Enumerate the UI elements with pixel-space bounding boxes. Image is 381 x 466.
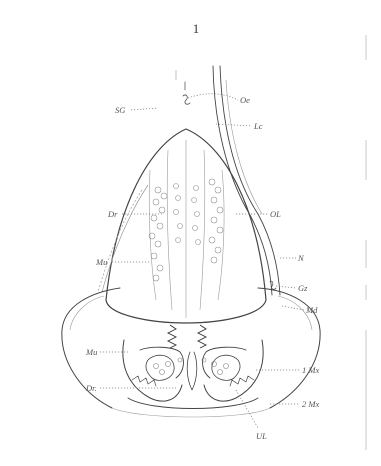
- label-2mx: 2 Mx: [302, 399, 319, 409]
- small-ganglion: [176, 70, 190, 104]
- figure-labels: SG Oe Lc Dr OL Mu N Gz Md Mu Dr. 1 Mx 2 …: [85, 95, 319, 441]
- label-gz: Gz: [298, 283, 308, 293]
- label-lc: Lc: [253, 121, 263, 131]
- label-1mx: 1 Mx: [302, 365, 319, 375]
- label-oe: Oe: [240, 95, 250, 105]
- connective-springs: [168, 325, 206, 348]
- pharynx-body: [106, 129, 266, 323]
- figure-number: 1: [193, 21, 200, 36]
- label-ol: OL: [270, 209, 281, 219]
- mouthparts: [112, 340, 270, 417]
- label-n: N: [297, 253, 305, 263]
- label-mu-top: Mu: [95, 257, 107, 267]
- label-ul: UL: [256, 431, 267, 441]
- label-dr-bottom: Dr.: [85, 383, 97, 393]
- label-sg: SG: [115, 105, 125, 115]
- leader-lines: [100, 94, 304, 428]
- label-dr-top: Dr: [107, 209, 118, 219]
- label-md: Md: [305, 305, 318, 315]
- muscle-strand-left: [98, 185, 148, 292]
- label-mu-bottom: Mu: [85, 347, 97, 357]
- head-capsule: [62, 288, 320, 408]
